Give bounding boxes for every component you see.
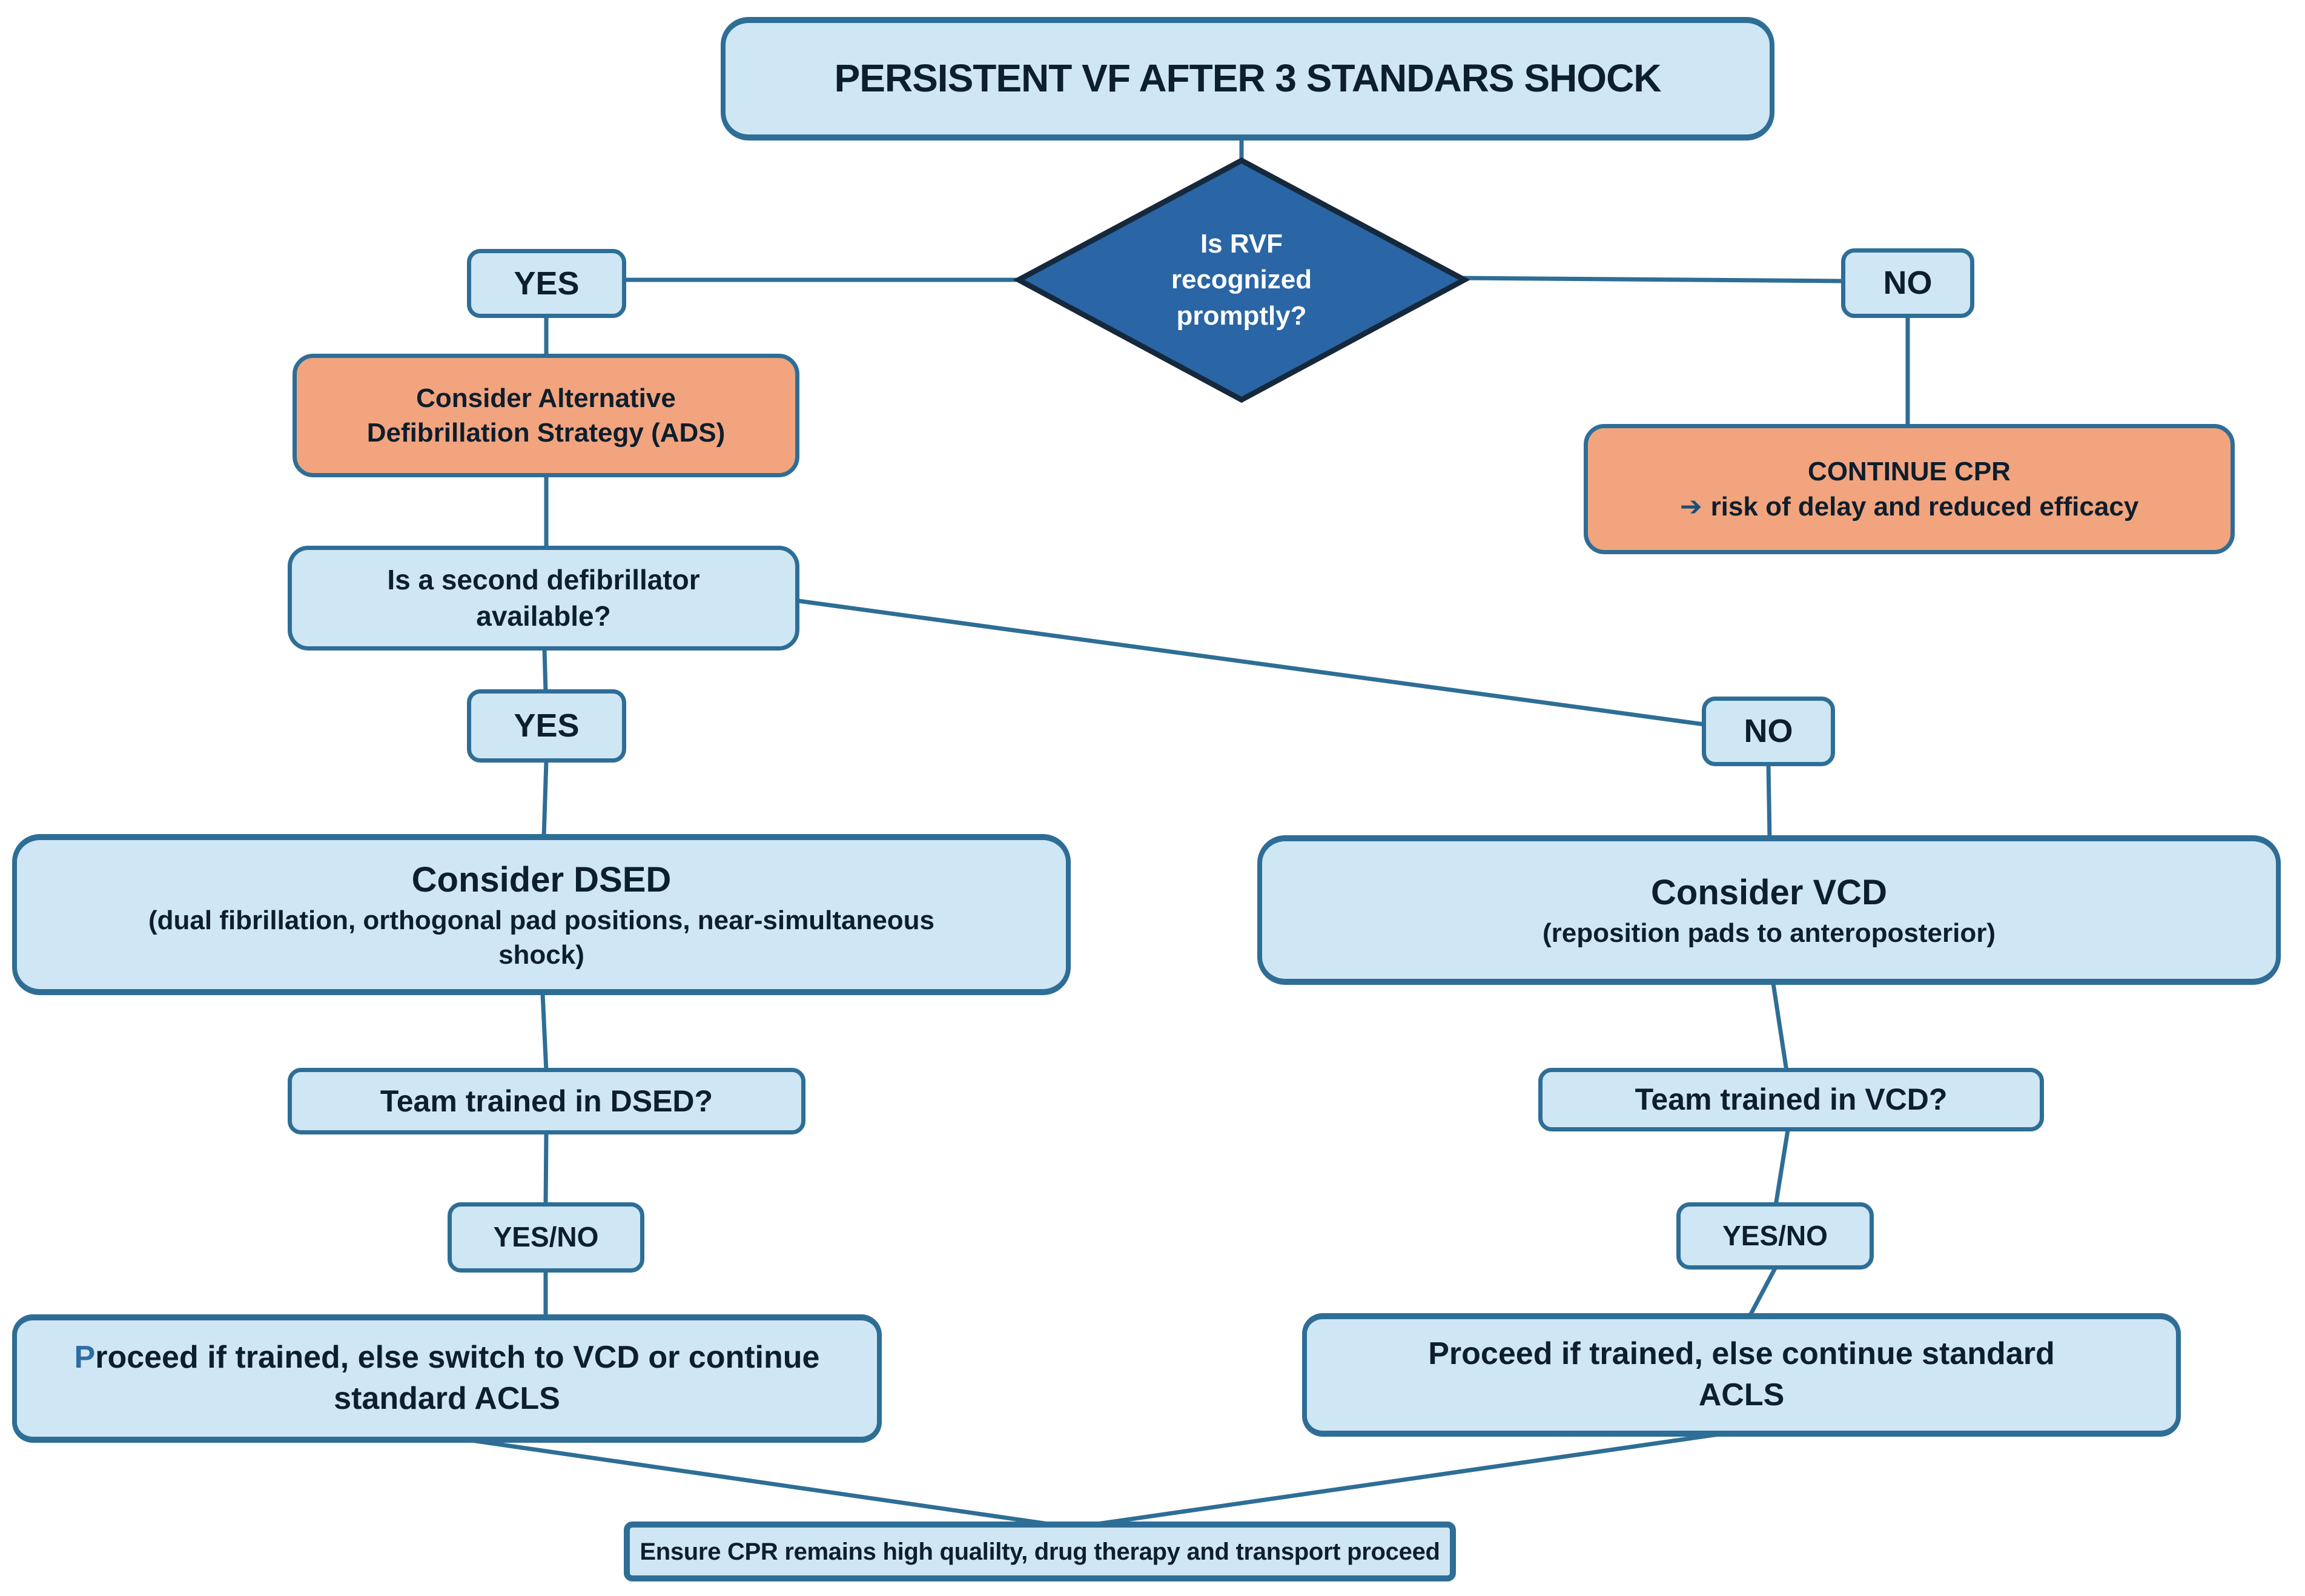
footer-label: Ensure CPR remains high qualilty, drug t… bbox=[640, 1538, 1440, 1565]
start-node: PERSISTENT VF AFTER 3 STANDARS SHOCK bbox=[721, 17, 1774, 141]
branch-yes-2: YES bbox=[467, 689, 626, 763]
yesno-left-label: YES/NO bbox=[493, 1221, 599, 1253]
branch-no-1-label: NO bbox=[1883, 265, 1933, 302]
second-defib-line: available? bbox=[476, 600, 611, 632]
decision-rvf-label: Is RVF recognized promptly? bbox=[1120, 182, 1363, 378]
branch-yes-1-label: YES bbox=[514, 265, 580, 302]
team-dsed-node: Team trained in DSED? bbox=[288, 1068, 805, 1134]
line-seconddefib-to-yes2 bbox=[542, 649, 548, 692]
line-decision-to-no1 bbox=[1461, 276, 1843, 283]
yesno-left-node: YES/NO bbox=[448, 1202, 644, 1273]
proceed-right-line: Proceed if trained, else continue standa… bbox=[1428, 1336, 2055, 1372]
line-dsed-to-teamdsed bbox=[540, 993, 549, 1071]
decision-line: recognized bbox=[1171, 265, 1312, 295]
dsed-title: Consider DSED bbox=[411, 860, 672, 900]
dsed-node: Consider DSED (dual fibrillation, orthog… bbox=[12, 834, 1071, 995]
team-vcd-node: Team trained in VCD? bbox=[1538, 1068, 2044, 1131]
vcd-title: Consider VCD bbox=[1651, 873, 1887, 913]
proceed-left-line2: standard ACLS bbox=[334, 1381, 560, 1416]
proceed-left-node: Proceed if trained, else switch to VCD o… bbox=[12, 1314, 882, 1443]
second-defib-node: Is a second defibrillator available? bbox=[288, 546, 799, 651]
dsed-subtitle-line: shock) bbox=[498, 939, 584, 970]
line-vcd-to-teamvcd bbox=[1771, 983, 1789, 1071]
line-proceedleft-to-footer bbox=[471, 1438, 1057, 1528]
yesno-right-label: YES/NO bbox=[1722, 1219, 1828, 1251]
continue-cpr-title: CONTINUE CPR bbox=[1808, 457, 2011, 487]
proceed-left-line1: roceed if trained, else switch to VCD or… bbox=[95, 1340, 820, 1376]
ads-line: Defibrillation Strategy (ADS) bbox=[366, 418, 726, 448]
ads-line: Consider Alternative bbox=[416, 383, 676, 413]
decision-line: promptly? bbox=[1176, 300, 1307, 331]
ads-node: Consider Alternative Defibrillation Stra… bbox=[293, 354, 799, 477]
arrow-right-icon: ➔ bbox=[1679, 491, 1702, 522]
footer-bar: Ensure CPR remains high qualilty, drug t… bbox=[624, 1521, 1456, 1581]
decision-diamond bbox=[1013, 157, 1470, 403]
vcd-subtitle: (reposition pads to anteroposterior) bbox=[1542, 918, 1996, 948]
line-yes2-to-dsed bbox=[541, 761, 549, 838]
start-label: PERSISTENT VF AFTER 3 STANDARS SHOCK bbox=[834, 56, 1662, 101]
team-dsed-label: Team trained in DSED? bbox=[380, 1084, 713, 1118]
line-no2-to-vcd bbox=[1766, 764, 1772, 839]
vcd-node: Consider VCD (reposition pads to anterop… bbox=[1257, 835, 2281, 985]
line-seconddefib-to-no2 bbox=[798, 598, 1705, 727]
team-vcd-label: Team trained in VCD? bbox=[1635, 1082, 1948, 1116]
branch-no-2-label: NO bbox=[1744, 713, 1793, 750]
branch-yes-2-label: YES bbox=[514, 707, 580, 744]
branch-yes-1: YES bbox=[467, 249, 626, 318]
proceed-right-line: ACLS bbox=[1698, 1377, 1785, 1412]
decision-line: Is RVF bbox=[1200, 228, 1283, 259]
line-yesno-to-proceedright bbox=[1747, 1267, 1778, 1317]
line-proceedright-to-footer bbox=[1088, 1431, 1728, 1528]
yesno-right-node: YES/NO bbox=[1676, 1202, 1874, 1270]
dsed-subtitle-line: (dual fibrillation, orthogonal pad posit… bbox=[148, 905, 935, 935]
branch-no-1: NO bbox=[1841, 248, 1974, 318]
line-teamvcd-to-yesno bbox=[1773, 1130, 1790, 1206]
proceed-right-node: Proceed if trained, else continue standa… bbox=[1302, 1313, 2181, 1437]
second-defib-line: Is a second defibrillator bbox=[387, 563, 700, 595]
branch-no-2: NO bbox=[1702, 697, 1835, 766]
proceed-left-lead: P bbox=[74, 1340, 96, 1376]
continue-cpr-note: risk of delay and reduced efficacy bbox=[1710, 491, 2139, 522]
continue-cpr-node: CONTINUE CPR ➔ risk of delay and reduced… bbox=[1584, 424, 2235, 554]
